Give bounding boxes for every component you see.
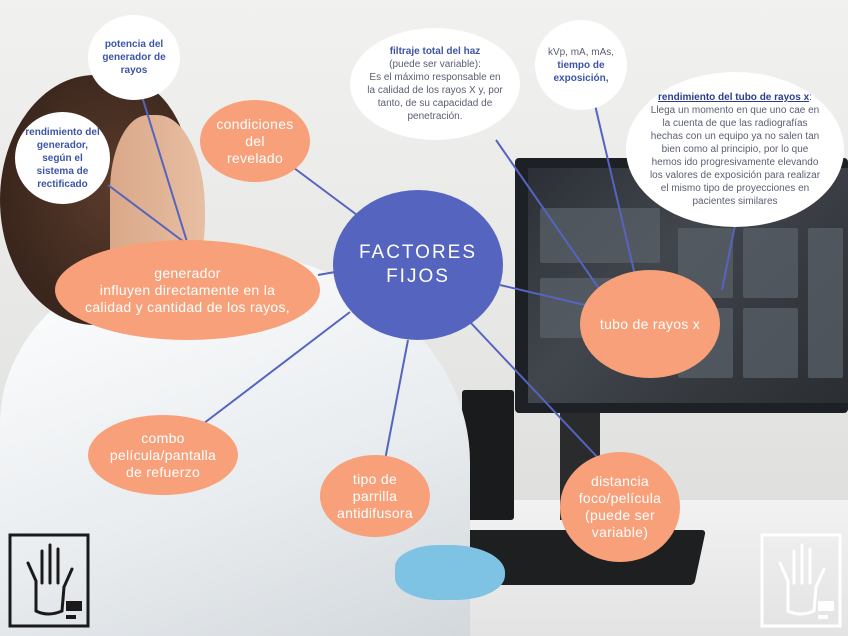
- connector-line: [384, 339, 409, 461]
- connector-line: [594, 104, 636, 276]
- note-title: rendimiento del tubo de rayos x: [658, 92, 810, 103]
- node-label: distancia foco/película (puede ser varia…: [578, 473, 662, 540]
- note-colon: :: [809, 92, 812, 103]
- node-generador: generador influyen directamente en la ca…: [55, 240, 320, 340]
- connector-line: [317, 271, 336, 276]
- note-potencia-generador: potencia del generador de rayos: [88, 15, 180, 100]
- xray-image: [743, 308, 798, 378]
- connector-line: [469, 321, 601, 461]
- node-label: tubo de rayos x: [599, 315, 701, 332]
- note-text: potencia del generador de rayos: [102, 39, 166, 76]
- node-label: combo película/pantalla de refuerzo: [109, 429, 217, 480]
- connector-line: [495, 139, 601, 291]
- node-tubo: tubo de rayos x: [580, 270, 720, 378]
- node-sublabel: influyen directamente en la calidad y ca…: [85, 281, 290, 315]
- xray-hand-icon: [8, 533, 90, 628]
- node-condiciones-revelado: condiciones del revelado: [200, 100, 310, 182]
- note-text: kVp, mA, mAs,: [547, 46, 615, 58]
- node-label: tipo de parrilla antidifusora: [337, 470, 413, 521]
- note-body: Llega un momento en que uno cae en la cu…: [649, 105, 821, 207]
- central-node: FACTORES FIJOS: [333, 190, 503, 340]
- note-body: Es el máximo responsable en la calidad d…: [367, 72, 503, 122]
- connector-line: [194, 311, 351, 431]
- speaker: [462, 390, 514, 520]
- note-bold-text: tiempo de exposición,: [553, 59, 609, 84]
- note-rendimiento-generador: rendimiento del generador, según el sist…: [15, 112, 110, 204]
- node-label: condiciones del revelado: [216, 115, 294, 166]
- gloved-hand: [395, 545, 505, 600]
- note-rendimiento-tubo: rendimiento del tubo de rayos x: Llega u…: [626, 72, 844, 227]
- note-title: filtraje total del haz: [389, 46, 481, 57]
- connector-line: [139, 89, 189, 246]
- connector-line: [721, 224, 736, 291]
- xray-image: [808, 228, 843, 378]
- note-subtitle: (puede ser variable):: [389, 59, 481, 70]
- connector-line: [499, 284, 586, 306]
- xray-hand-icon: [760, 533, 842, 628]
- node-parrilla: tipo de parrilla antidifusora: [320, 455, 430, 537]
- central-title-line1: FACTORES: [358, 242, 478, 263]
- note-kvp: kVp, mA, mAs, tiempo de exposición,: [535, 20, 627, 110]
- note-text: rendimiento del generador, según el sist…: [25, 126, 100, 190]
- note-filtraje: filtraje total del haz (puede ser variab…: [350, 28, 520, 140]
- central-title-line2: FIJOS: [386, 266, 450, 287]
- node-combo: combo película/pantalla de refuerzo: [88, 415, 238, 495]
- connector-line: [289, 164, 358, 216]
- node-distancia: distancia foco/película (puede ser varia…: [560, 452, 680, 562]
- node-label: generador: [154, 264, 221, 281]
- connector-line: [107, 184, 189, 246]
- xray-image: [540, 208, 660, 263]
- xray-image: [743, 228, 798, 298]
